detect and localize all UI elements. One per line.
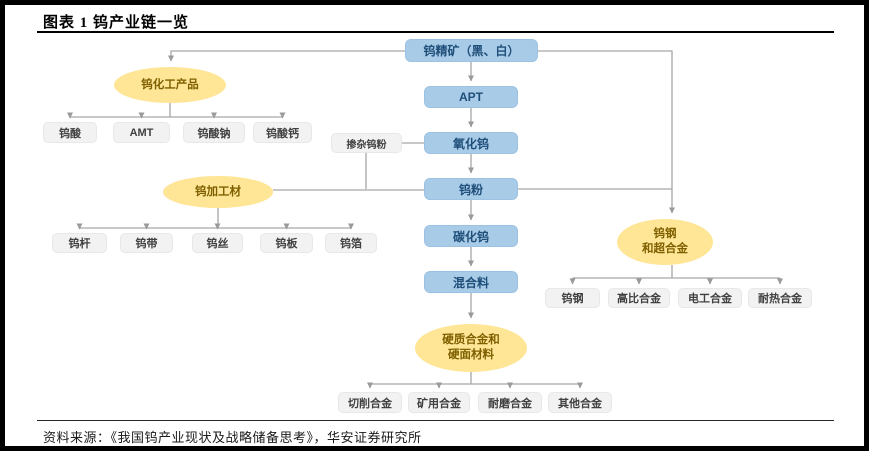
- group-tungsten-processed-materials: 钨加工材: [163, 176, 273, 208]
- node-sodium-tungstate: 钨酸钠: [183, 122, 245, 143]
- tree-steel: [572, 265, 780, 279]
- node-calcium-tungstate: 钨酸钙: [253, 122, 312, 143]
- tree-chem: [70, 103, 283, 118]
- group-cemented-carbide: 硬质合金和 硬面材料: [415, 324, 527, 372]
- source-note: 资料来源：《我国钨产业现状及战略储备思考》，华安证券研究所: [43, 430, 422, 445]
- tree-hard: [370, 372, 580, 385]
- node-tungsten-carbide: 碳化钨: [424, 225, 518, 247]
- group-hard-line2: 硬面材料: [448, 349, 494, 361]
- node-tungsten-steel: 钨钢: [545, 288, 600, 308]
- node-tungsten-wire: 钨丝: [192, 233, 243, 253]
- node-tungsten-plate: 钨板: [260, 233, 313, 253]
- node-tungsten-oxide: 氧化钨: [424, 132, 518, 154]
- node-tungsten-foil: 钨箔: [325, 233, 377, 253]
- node-heat-resistant-alloy: 耐热合金: [748, 288, 812, 308]
- figure-title: 图表 1 钨产业链一览: [43, 15, 190, 31]
- group-hard-line1: 硬质合金和: [442, 334, 500, 347]
- node-tungstic-acid: 钨酸: [43, 122, 97, 143]
- group-steel-line1: 钨钢: [653, 228, 677, 241]
- edge-ore-steel: [538, 50, 675, 214]
- edge-ore-chem: [168, 50, 405, 62]
- group-tungsten-chemicals: 钨化工产品: [114, 67, 226, 103]
- node-cutting-alloy: 切削合金: [338, 392, 402, 413]
- group-steel-line2: 和超合金: [642, 243, 688, 255]
- node-high-density-alloy: 高比合金: [608, 288, 670, 308]
- node-tungsten-rod: 钨杆: [52, 233, 107, 253]
- node-electrical-alloy: 电工合金: [678, 288, 742, 308]
- node-apt: APT: [424, 86, 518, 108]
- node-other-alloy: 其他合金: [548, 392, 612, 413]
- node-doped-tungsten-powder: 掺杂钨粉: [331, 133, 402, 153]
- node-tungsten-concentrate: 钨精矿（黑、白）: [405, 39, 538, 62]
- tree-process: [79, 208, 351, 229]
- group-tungsten-steel-superalloy: 钨钢 和超合金: [617, 219, 713, 265]
- node-mixed-material: 混合料: [424, 271, 518, 293]
- source-divider: [37, 420, 834, 421]
- node-wear-resistant-alloy: 耐磨合金: [478, 392, 542, 413]
- node-tungsten-strip: 钨带: [120, 233, 173, 253]
- node-amt: AMT: [113, 122, 170, 143]
- node-mining-alloy: 矿用合金: [408, 392, 470, 413]
- node-tungsten-powder: 钨粉: [424, 178, 518, 200]
- title-divider: [37, 31, 834, 33]
